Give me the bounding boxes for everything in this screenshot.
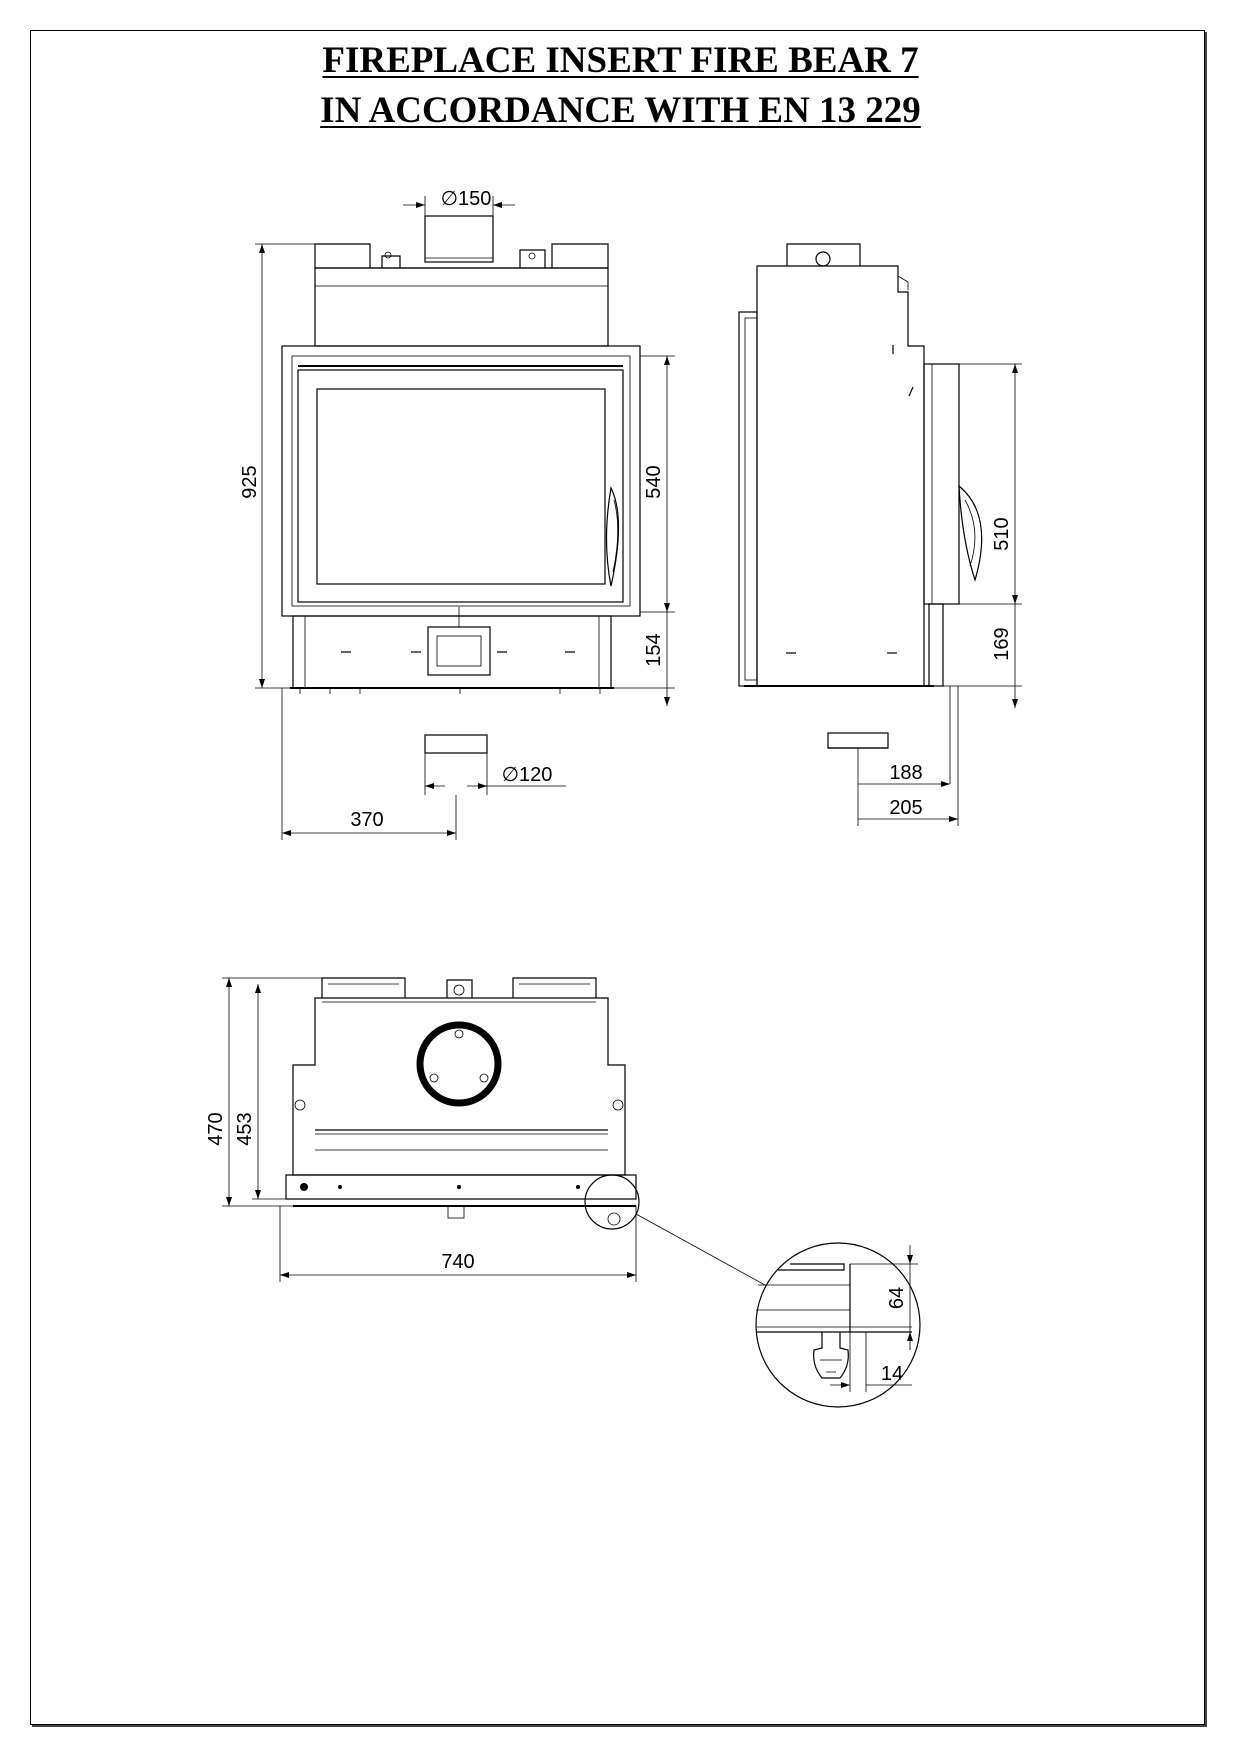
title-line-2: IN ACCORDANCE WITH EN 13 229 — [320, 90, 921, 131]
dim-inlet-depth-2: 205 — [889, 797, 922, 819]
page-border — [30, 30, 1205, 1725]
dim-total-height: 925 — [239, 465, 261, 498]
dim-body-depth: 453 — [234, 1112, 256, 1145]
dim-air-inlet-offset: 370 — [350, 809, 383, 831]
dim-total-depth: 470 — [205, 1112, 227, 1145]
dim-door-height: 540 — [643, 465, 665, 498]
dim-side-door-height: 510 — [991, 517, 1013, 550]
dim-width: 740 — [441, 1251, 474, 1273]
side-view: 510 169 188 205 — [738, 243, 1022, 826]
detail-view: 64 14 — [755, 1242, 921, 1408]
dim-base-height: 154 — [643, 633, 665, 666]
title-line-1: FIREPLACE INSERT FIRE BEAR 7 — [322, 40, 919, 81]
dim-detail-height: 64 — [886, 1287, 908, 1309]
dim-flue-diameter: ∅150 — [441, 188, 492, 210]
dim-detail-width: 14 — [881, 1363, 903, 1385]
dim-air-inlet-diameter: ∅120 — [502, 764, 553, 786]
dim-side-base-height: 169 — [991, 627, 1013, 660]
dim-inlet-depth-1: 188 — [889, 762, 922, 784]
front-view: ∅150 925 540 154 ∅120 370 — [239, 188, 675, 840]
top-view: 470 453 740 — [205, 977, 766, 1286]
